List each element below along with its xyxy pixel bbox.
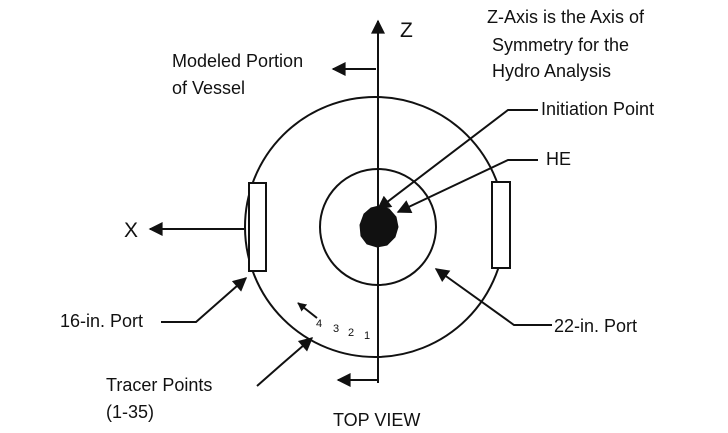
tracer-number-3: 3	[333, 323, 339, 335]
initiation-point-label: Initiation Point	[541, 99, 655, 119]
he-leader	[396, 159, 538, 213]
tracer-number-4: 4	[316, 318, 322, 330]
symmetry-note-line-2: Symmetry for the	[492, 35, 630, 55]
x-axis-label: X	[124, 219, 139, 242]
symmetry-note-line-3: Hydro Analysis	[492, 61, 612, 81]
tracer-points-line-1: Tracer Points	[106, 375, 213, 395]
symmetry-note-line-1: Z-Axis is the Axis of	[487, 7, 645, 27]
port-22-label: 22-in. Port	[554, 316, 638, 336]
tracer-number-1: 1	[364, 330, 370, 342]
port-22-rect	[491, 181, 511, 269]
port-16-leader	[161, 277, 248, 323]
tracer-number-2: 2	[348, 327, 354, 339]
port-22-leader	[434, 268, 552, 326]
z-axis-label: Z	[400, 19, 413, 42]
port-16-label: 16-in. Port	[60, 311, 144, 331]
tracer-direction-arrow	[297, 302, 318, 319]
tracer-points-line-2: (1-35)	[106, 402, 155, 422]
view-title: TOP VIEW	[333, 410, 421, 430]
port-16-rect	[248, 182, 267, 272]
modeled-portion-line-2: of Vessel	[172, 78, 246, 98]
tracer-leader	[256, 337, 314, 387]
initiation-leader	[376, 109, 538, 210]
he-label: HE	[546, 149, 572, 169]
modeled-portion-line-1: Modeled Portion	[172, 51, 304, 71]
